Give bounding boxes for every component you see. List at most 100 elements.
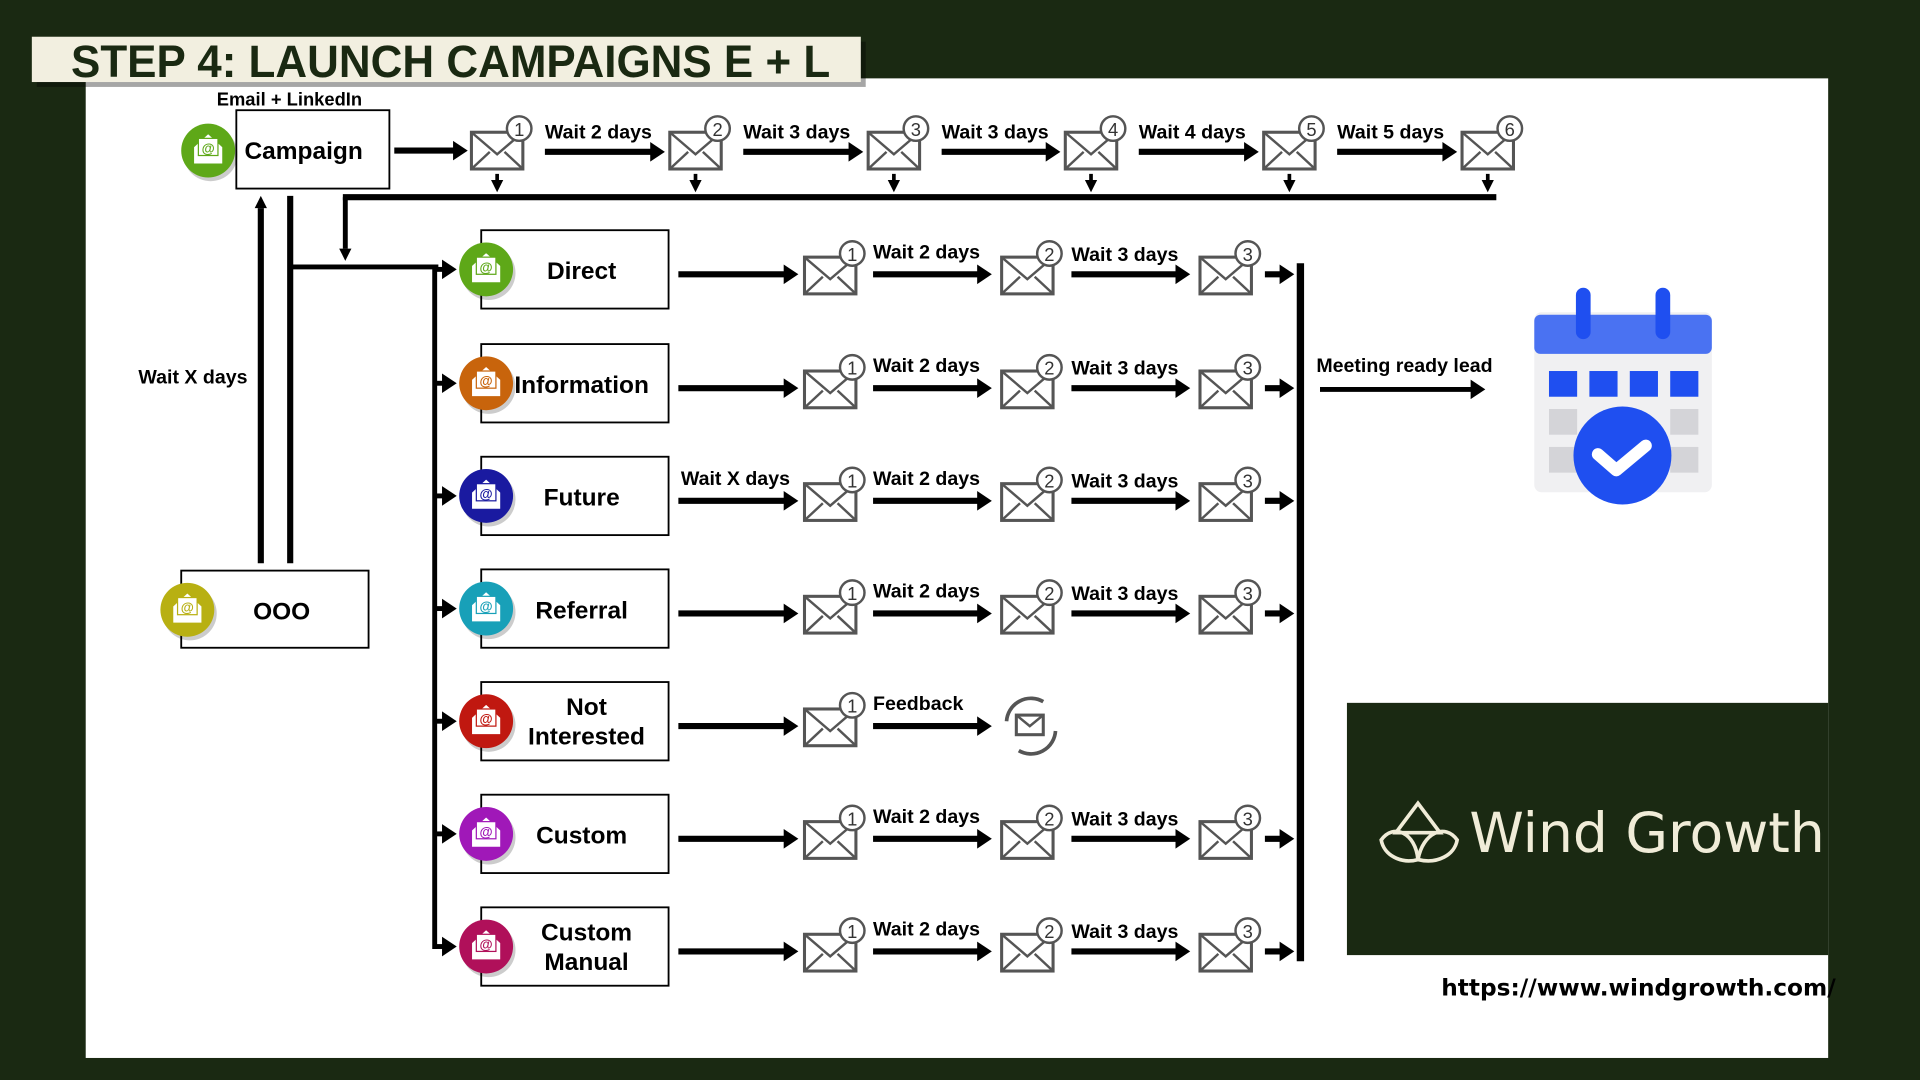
- step-number: 2: [1044, 808, 1054, 829]
- return-arrow: [339, 197, 352, 261]
- branch-arrow: [434, 373, 457, 394]
- sequence-start-arrow: [678, 603, 799, 624]
- step-exit-arrow: [887, 173, 900, 193]
- at-sign: @: [480, 486, 493, 501]
- sequence-start-arrow: [678, 716, 799, 736]
- wait-arrow: [873, 828, 992, 849]
- step-exit-arrow: [1481, 173, 1494, 193]
- step-exit-arrow: [491, 173, 504, 193]
- envelope-icon: 3: [1198, 240, 1262, 296]
- step-number-badge: [1297, 115, 1325, 143]
- wait-arrow: [1071, 941, 1191, 962]
- step-number-badge: [1035, 240, 1063, 267]
- wait-label: Wait 3 days: [1071, 921, 1178, 943]
- step-number: 3: [1243, 808, 1253, 829]
- to-outcome-arrow: [1264, 264, 1295, 285]
- outcome-arrow: [1320, 379, 1486, 400]
- wait-arrow: [1337, 142, 1458, 162]
- connector-lines: [254, 140, 1497, 962]
- step-number-badge: [1035, 579, 1063, 607]
- wait-arrow: [743, 142, 864, 162]
- segment-email-icon: @: [459, 581, 516, 640]
- campaign-node[interactable]: [235, 109, 391, 190]
- to-outcome-arrow: [1264, 603, 1295, 624]
- loop-wait-label: Wait X days: [138, 366, 247, 388]
- step-number: 3: [1243, 244, 1253, 265]
- envelope-icon: 1: [802, 466, 866, 522]
- segment-label: Information: [514, 372, 649, 399]
- wait-arrow: [873, 941, 992, 962]
- step-number: 1: [847, 921, 857, 942]
- wait-label: Feedback: [873, 693, 963, 715]
- sequence-start-arrow: [678, 828, 799, 849]
- segment-email-icon: @: [459, 468, 516, 527]
- segment-email-icon: @: [459, 919, 516, 978]
- sequence-start-arrow: [678, 941, 799, 962]
- step-number: 3: [911, 119, 921, 140]
- step-number: 5: [1306, 119, 1316, 140]
- wait-label: Wait 2 days: [873, 468, 980, 490]
- envelope-icon: 1: [802, 917, 866, 973]
- step-number-badge: [1035, 917, 1063, 945]
- step-exit-arrow: [689, 173, 702, 193]
- step-number-badge: [838, 917, 866, 945]
- envelope-icon: 1: [469, 115, 533, 171]
- ooo-email-icon: @: [160, 582, 217, 641]
- campaign-email-icon: @: [181, 123, 238, 182]
- envelope-icon: 4: [1063, 115, 1127, 171]
- step-number: 3: [1243, 470, 1253, 491]
- wind-growth-logo-icon: [1379, 800, 1460, 863]
- page-title: STEP 4: LAUNCH CAMPAIGNS E + L: [71, 36, 830, 87]
- envelope-icon: 3: [1198, 917, 1262, 973]
- wait-arrow: [1071, 491, 1191, 511]
- envelope-icon: 3: [1198, 579, 1262, 635]
- step-number-badge: [505, 115, 533, 143]
- outcome-label: Meeting ready lead: [1316, 355, 1492, 377]
- step-number: 6: [1505, 119, 1515, 140]
- wait-arrow: [1138, 142, 1259, 162]
- wait-label: Wait 2 days: [873, 355, 980, 377]
- step-number: 1: [847, 244, 857, 265]
- wait-label: Wait 3 days: [942, 121, 1049, 143]
- envelope-icon: 2: [668, 115, 732, 171]
- step-number-badge: [1234, 917, 1262, 945]
- at-sign: @: [181, 600, 194, 615]
- branch-arrow: [434, 598, 457, 619]
- wait-label: Wait 2 days: [545, 121, 652, 143]
- step-number-badge: [1496, 115, 1524, 143]
- to-outcome-arrow: [1264, 828, 1295, 849]
- envelope-icon: 6: [1460, 115, 1524, 171]
- step-number-badge: [1234, 353, 1262, 381]
- envelope-icon: 2: [1000, 804, 1063, 860]
- sequence-start-arrow: [678, 491, 799, 511]
- step-number: 2: [1044, 244, 1054, 265]
- step-number: 2: [1044, 358, 1054, 379]
- step-number-badge: [1234, 466, 1262, 494]
- wait-label: Wait 2 days: [873, 241, 980, 263]
- wait-label: Wait 2 days: [873, 581, 980, 603]
- at-sign: @: [480, 374, 493, 389]
- step-number: 1: [514, 119, 524, 140]
- website-link[interactable]: https://www.windgrowth.com/: [1441, 975, 1836, 1002]
- branch-arrow: [434, 711, 457, 732]
- step-number: 2: [1044, 470, 1054, 491]
- envelope-icon: 1: [802, 353, 866, 410]
- at-sign: @: [480, 712, 493, 727]
- step-number-badge: [838, 466, 866, 494]
- branch-arrow: [434, 824, 457, 844]
- envelope-icon: 2: [1000, 353, 1063, 410]
- wait-arrow: [873, 264, 992, 285]
- envelope-icon: 5: [1262, 115, 1325, 171]
- at-sign: @: [480, 599, 493, 614]
- envelope-icon: 3: [1198, 804, 1262, 860]
- at-sign: @: [480, 937, 493, 952]
- segment-label: Referral: [535, 597, 628, 624]
- envelope-icon: 2: [1000, 240, 1063, 296]
- step-number: 3: [1243, 921, 1253, 942]
- segment-label: Future: [544, 485, 620, 512]
- segment-label: Direct: [547, 258, 616, 285]
- ooo-label: OOO: [253, 599, 310, 626]
- step-number: 1: [847, 470, 857, 491]
- wait-arrow: [1071, 264, 1191, 285]
